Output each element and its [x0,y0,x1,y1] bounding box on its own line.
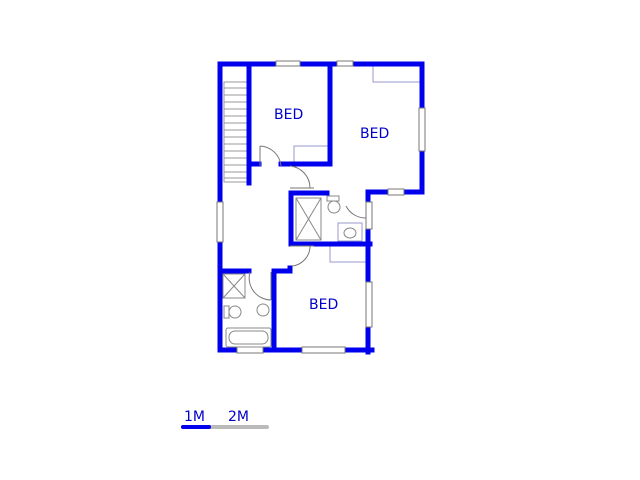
window [365,201,373,230]
toilet-cistern [326,195,340,202]
scale-label-1m: 1M [184,409,205,425]
doors [248,145,367,301]
basin [343,227,357,239]
cupboard-bedroom-1 [293,145,331,165]
staircase [223,81,248,183]
window [365,281,373,328]
toilet [327,200,341,214]
room-label-bedroom-3: BED [309,297,338,313]
bathroom-fixtures [222,273,272,348]
room-label-bedroom-1: BED [274,107,303,123]
toilet-cistern [223,305,230,319]
basin [256,303,270,317]
window [418,107,426,152]
window [216,201,224,243]
vanity [337,222,363,242]
ensuite-fixtures [295,195,363,242]
room-label-bedroom-2: BED [360,126,389,142]
bathtub-inner [228,330,269,345]
window [336,60,354,67]
scale-bar: 1M 2M [181,409,269,429]
cupboard-bedroom-3 [329,245,371,263]
window [236,346,264,354]
scale-label-2m: 2M [228,409,249,425]
window [387,188,405,196]
toilet [228,305,242,319]
window [301,346,346,354]
window [275,60,301,67]
windows [216,60,426,354]
cupboard-bedroom-2 [372,65,422,83]
